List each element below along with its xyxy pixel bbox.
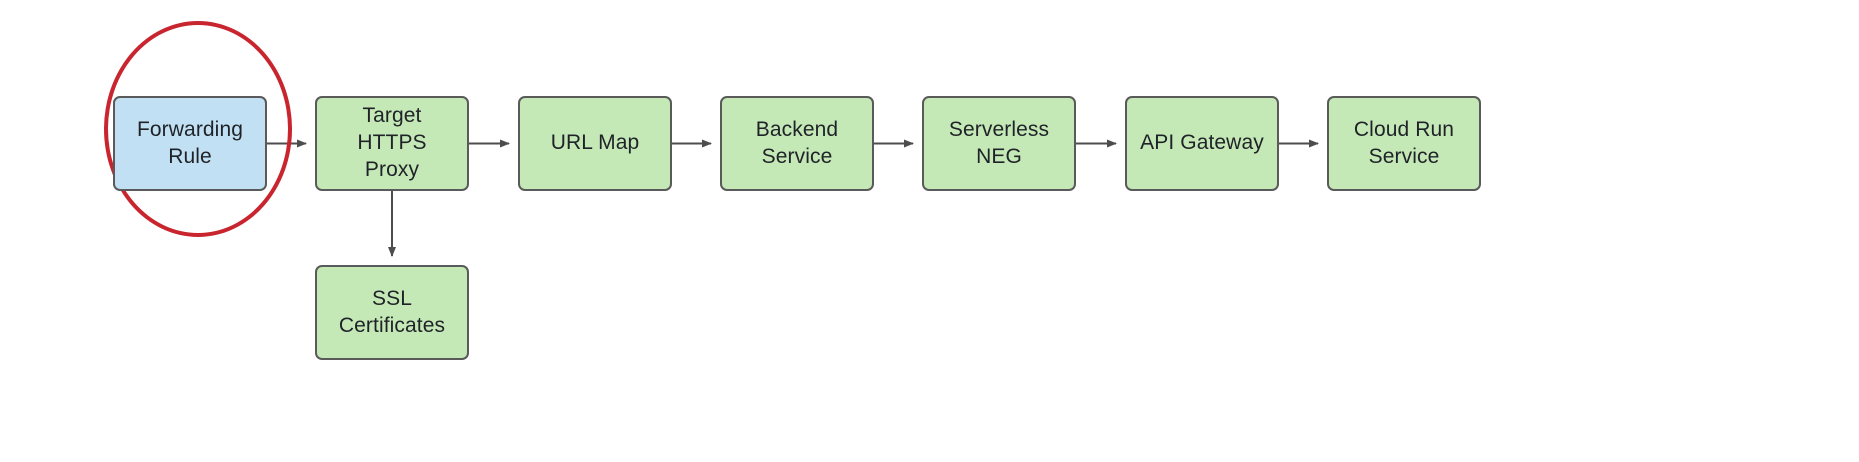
node-api-gateway-label: API Gateway: [1140, 131, 1264, 155]
node-target-https-proxy-label: Target HTTPS Proxy: [357, 104, 427, 181]
node-ssl-certificates-label: SSL Certificates: [338, 286, 446, 337]
forwarding-rule-highlight-circle: [104, 21, 292, 237]
node-cloud-run-service[interactable]: Cloud Run Service: [1327, 96, 1481, 191]
node-serverless-neg-label: Serverless NEG: [948, 117, 1050, 168]
node-forwarding-rule-label: Forwarding Rule: [136, 117, 244, 168]
node-url-map[interactable]: URL Map: [518, 96, 672, 191]
node-forwarding-rule[interactable]: Forwarding Rule: [113, 96, 267, 191]
node-ssl-certificates[interactable]: SSL Certificates: [315, 265, 469, 360]
node-api-gateway[interactable]: API Gateway: [1125, 96, 1279, 191]
node-cloud-run-service-label: Cloud Run Service: [1353, 117, 1455, 168]
node-url-map-label: URL Map: [550, 131, 640, 155]
node-backend-service[interactable]: Backend Service: [720, 96, 874, 191]
node-backend-service-label: Backend Service: [755, 117, 839, 168]
node-target-https-proxy[interactable]: Target HTTPS Proxy: [315, 96, 469, 191]
node-serverless-neg[interactable]: Serverless NEG: [922, 96, 1076, 191]
